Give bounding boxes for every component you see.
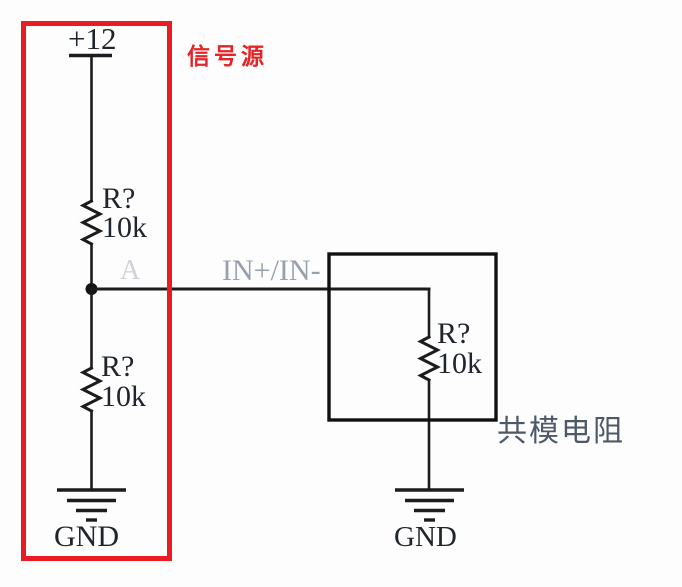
- resistor-symbol-common-mode: [417, 334, 441, 383]
- power-net-label: +12: [68, 21, 117, 56]
- common-mode-box: [327, 252, 498, 422]
- resistor-bottom-designator: R?: [101, 350, 135, 383]
- signal-source-annotation: 信号源: [187, 44, 268, 70]
- resistor-top-value: 10k: [102, 211, 147, 244]
- ground-symbol-right: [395, 488, 464, 522]
- resistor-bottom-value: 10k: [101, 380, 146, 413]
- resistor-symbol-bottom: [79, 365, 104, 414]
- node-a-label: A: [120, 255, 141, 286]
- ground-left-label: GND: [54, 520, 119, 553]
- common-mode-annotation: 共模电阻: [497, 414, 625, 449]
- resistor-symbol-top: [79, 198, 104, 247]
- resistor-common-designator: R?: [437, 317, 471, 350]
- ground-right-label: GND: [394, 521, 457, 553]
- resistor-common-value: 10k: [437, 347, 482, 380]
- ground-symbol-left: [57, 488, 126, 522]
- net-name-label: IN+/IN-: [222, 254, 321, 287]
- signal-source-highlight-box: [21, 21, 172, 561]
- resistor-top-designator: R?: [102, 182, 136, 215]
